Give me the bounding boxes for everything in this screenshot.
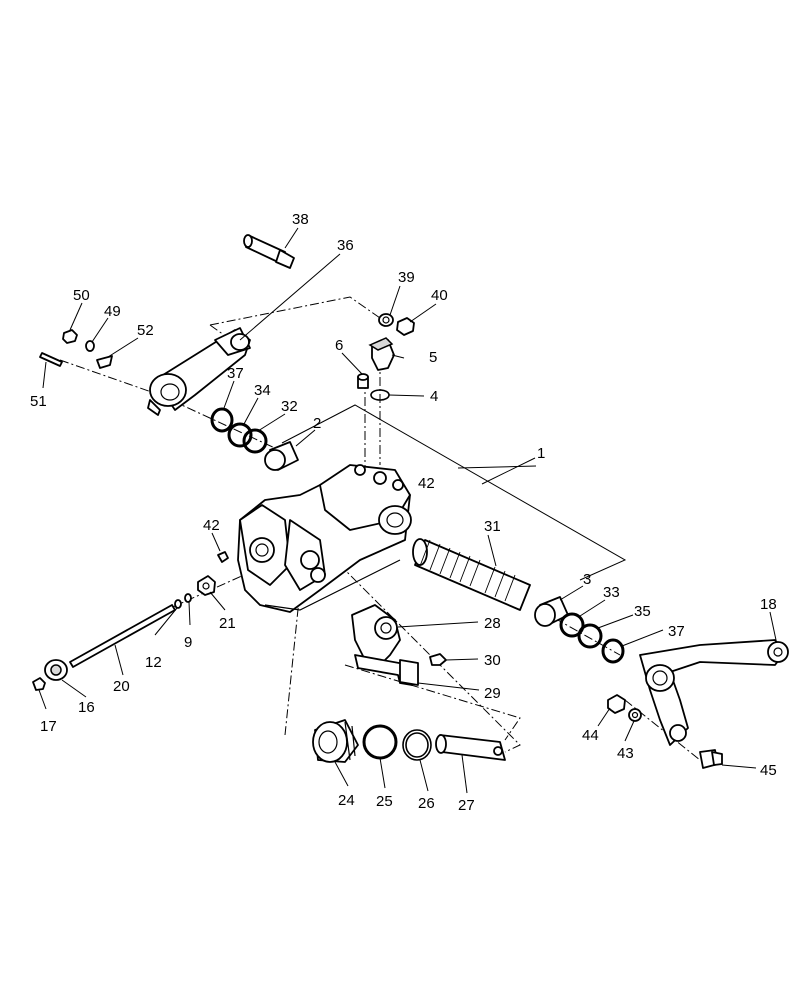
- callout-43: 43: [617, 745, 634, 762]
- snap-ring-37-left: [210, 407, 234, 433]
- callout-38: 38: [292, 211, 309, 228]
- callout-9: 9: [184, 634, 192, 651]
- callout-42-top: 42: [418, 475, 435, 492]
- callout-16: 16: [78, 699, 95, 716]
- callout-52: 52: [137, 322, 154, 339]
- callout-33: 33: [603, 584, 620, 601]
- callout-17: 17: [40, 718, 57, 735]
- ring-26: [402, 729, 432, 761]
- callout-12: 12: [145, 654, 162, 671]
- piston-rod-27: [435, 734, 506, 761]
- callout-26: 26: [418, 795, 435, 812]
- seal-32: [242, 428, 268, 454]
- callout-18: 18: [760, 596, 777, 613]
- cross-shaft-31: [412, 538, 531, 611]
- callout-37-right: 37: [668, 623, 685, 640]
- right-lift-arm: [639, 639, 789, 746]
- nut-17: [32, 677, 46, 691]
- callout-45: 45: [760, 762, 777, 779]
- callout-5: 5: [429, 349, 437, 366]
- callout-32: 32: [281, 398, 298, 415]
- bushing-3: [534, 596, 569, 627]
- plug-6: [357, 373, 369, 389]
- callout-30: 30: [484, 652, 501, 669]
- clip-52: [96, 355, 113, 369]
- snap-ring-37-right: [601, 638, 625, 664]
- screw-42: [217, 551, 229, 563]
- callout-labels: 38 36 39 40 50 49 52 6 5 51 37 34 32 4 2…: [30, 211, 777, 814]
- callout-2: 2: [313, 415, 321, 432]
- callout-28: 28: [484, 615, 501, 632]
- callout-20: 20: [113, 678, 130, 695]
- callout-50: 50: [73, 287, 90, 304]
- washer-49: [85, 340, 95, 352]
- bolt-45: [699, 749, 723, 769]
- seal-33: [559, 612, 585, 638]
- callout-51: 51: [30, 393, 47, 410]
- callout-39: 39: [398, 269, 415, 286]
- callout-1: 1: [537, 445, 545, 462]
- bolt-30: [429, 653, 447, 666]
- piston-24: [312, 719, 359, 763]
- pin-51: [39, 352, 63, 367]
- washer-12: [174, 599, 182, 609]
- callout-34: 34: [254, 382, 271, 399]
- nut-44: [607, 694, 626, 714]
- bushing-2: [264, 441, 299, 471]
- callout-31: 31: [484, 518, 501, 535]
- callout-37-left: 37: [227, 365, 244, 382]
- washer-16: [44, 659, 68, 681]
- callout-35: 35: [634, 603, 651, 620]
- bolt-50: [62, 329, 78, 344]
- control-lever-28: [351, 604, 413, 686]
- pin-38: [243, 234, 295, 269]
- leader-lines: [38, 227, 777, 794]
- callout-3: 3: [583, 571, 591, 588]
- callout-29: 29: [484, 685, 501, 702]
- nut-40: [396, 317, 415, 336]
- callout-36: 36: [337, 237, 354, 254]
- callout-6: 6: [335, 337, 343, 354]
- nut-21: [197, 575, 216, 596]
- fitting-5: [368, 337, 395, 371]
- callout-42-left: 42: [203, 517, 220, 534]
- callout-25: 25: [376, 793, 393, 810]
- callout-24: 24: [338, 792, 355, 809]
- lift-housing: [237, 464, 412, 613]
- washer-43: [628, 708, 642, 722]
- washer-9: [184, 593, 192, 603]
- seal-34: [227, 422, 253, 448]
- oring-25: [362, 724, 398, 760]
- washer-39: [378, 313, 394, 327]
- callout-21: 21: [219, 615, 236, 632]
- callout-44: 44: [582, 727, 599, 744]
- callout-27: 27: [458, 797, 475, 814]
- assembly-brackets: [281, 404, 627, 581]
- callout-40: 40: [431, 287, 448, 304]
- callout-4: 4: [430, 388, 438, 405]
- left-lift-arm: [147, 327, 251, 416]
- seal-35: [577, 623, 603, 649]
- plate-29: [399, 659, 419, 686]
- callout-49: 49: [104, 303, 121, 320]
